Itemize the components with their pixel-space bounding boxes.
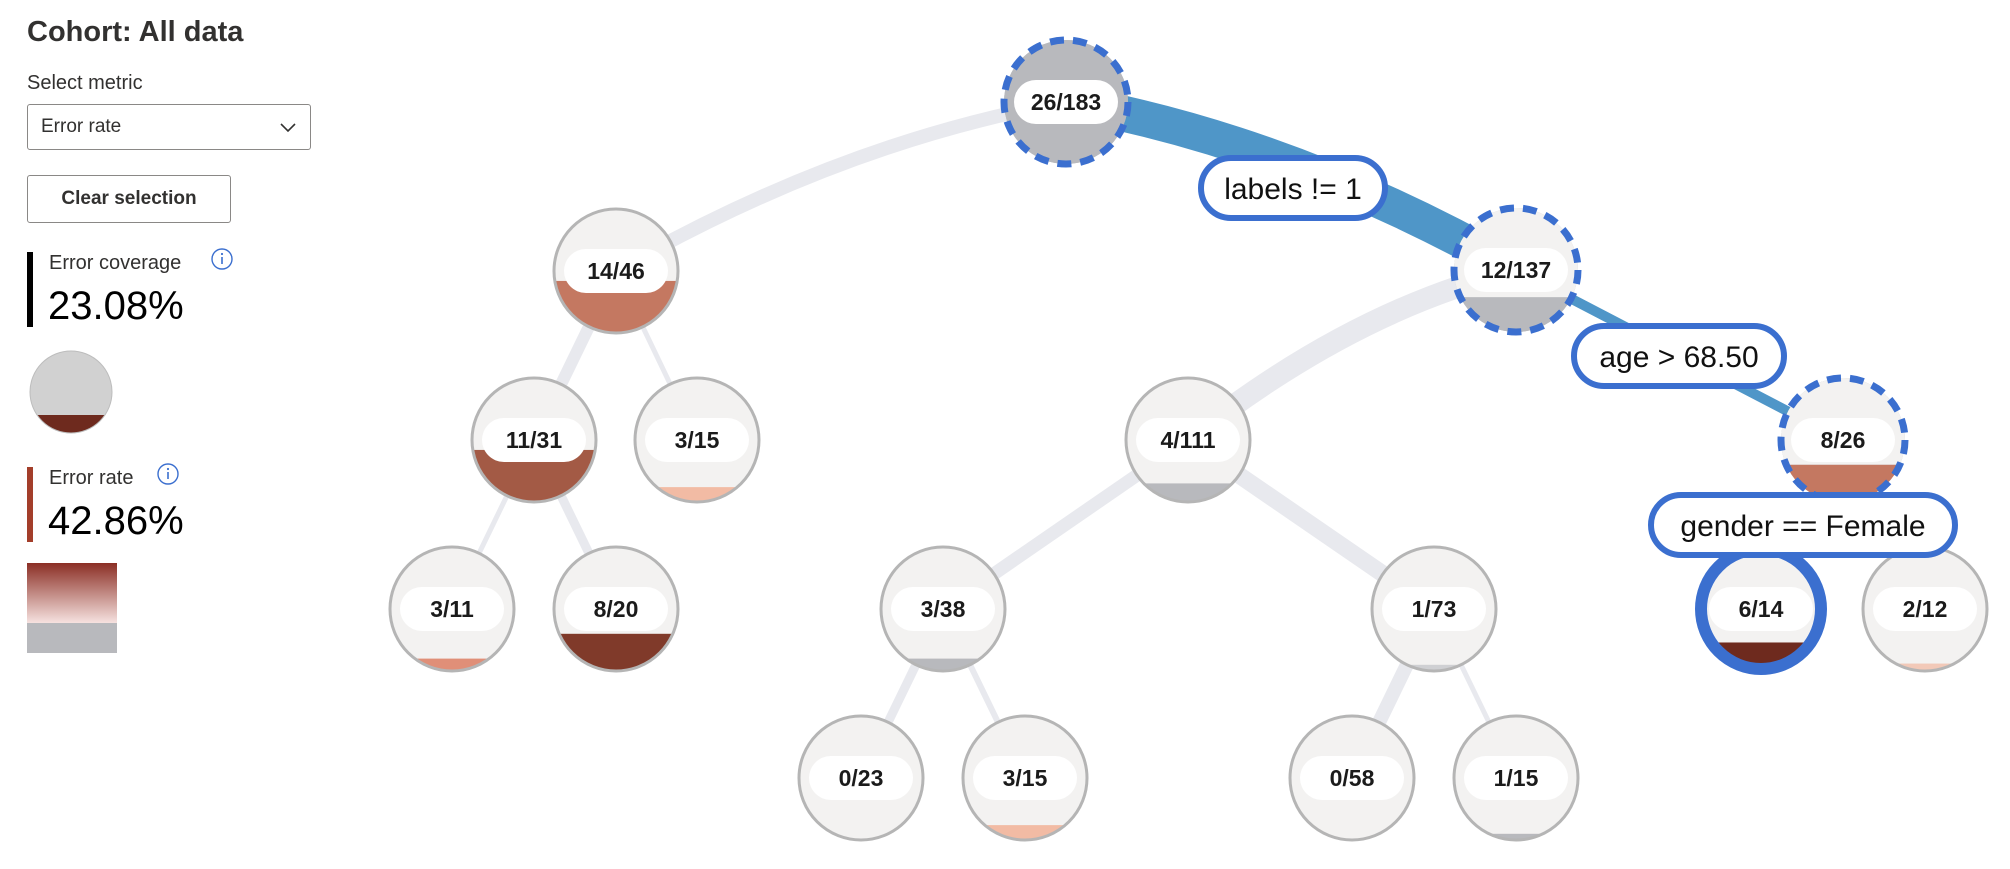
node-ring (879, 545, 1007, 673)
tree-node[interactable]: 6/14 (1695, 543, 1827, 675)
node-ring (470, 376, 598, 504)
tree-node[interactable]: 2/12 (1861, 545, 1989, 673)
tree-node[interactable]: 11/31 (470, 376, 598, 504)
node-label-pill (564, 249, 668, 293)
node-label-pill (1464, 248, 1568, 292)
node-label-pill (482, 418, 586, 462)
node-ring (552, 207, 680, 335)
tree-node[interactable]: 8/26 (1777, 374, 1909, 506)
node-count-label: 3/15 (675, 427, 720, 453)
node-label-pill (1464, 756, 1568, 800)
condition-label: age > 68.50 (1571, 323, 1787, 389)
tree-node[interactable]: 26/183 (1000, 36, 1132, 168)
node-count-label: 2/12 (1903, 596, 1948, 622)
tree-nodes: 26/183 14/46 12/137 11/31 3/15 4/111 8/26 3/11 8… (388, 36, 1989, 842)
node-count-label: 8/26 (1821, 427, 1866, 453)
node-count-label: 6/14 (1739, 596, 1784, 622)
tree-node[interactable]: 0/58 (1288, 714, 1416, 842)
node-label-pill (1873, 587, 1977, 631)
node-label-pill (1382, 587, 1486, 631)
node-count-label: 11/31 (506, 427, 562, 453)
tree-node[interactable]: 12/137 (1450, 204, 1582, 336)
node-label-pill (645, 418, 749, 462)
node-error-fill (635, 487, 759, 502)
clear-selection-button[interactable]: Clear selection (27, 175, 231, 223)
tree-node[interactable]: 3/15 (961, 714, 1089, 842)
node-label-pill (1136, 418, 1240, 462)
metric-select[interactable]: Error rate (27, 104, 311, 150)
tree-node[interactable]: 8/20 (552, 545, 680, 673)
error-rate-bar (27, 467, 33, 542)
node-label-pill (1791, 418, 1895, 462)
node-ring (1124, 376, 1252, 504)
tree-node[interactable]: 3/11 (388, 545, 516, 673)
node-label-pill (1300, 756, 1404, 800)
node-label-pill (1709, 587, 1813, 631)
node-label-pill (809, 756, 913, 800)
condition-text: age > 68.50 (1599, 341, 1758, 374)
condition-text: gender == Female (1680, 510, 1925, 543)
node-count-label: 8/20 (594, 596, 639, 622)
tree-node[interactable]: 1/15 (1452, 714, 1580, 842)
node-ring (797, 714, 925, 842)
error-rate-legend (27, 563, 117, 653)
node-count-label: 26/183 (1031, 89, 1101, 115)
node-label-pill (564, 587, 668, 631)
tree-node[interactable]: 4/111 (1124, 376, 1252, 504)
node-ring (1450, 204, 1582, 336)
node-count-label: 14/46 (587, 258, 645, 284)
node-count-label: 0/23 (839, 765, 884, 791)
info-icon[interactable] (210, 247, 234, 271)
tree-node[interactable]: 3/15 (633, 376, 761, 504)
metric-select-value: Error rate (41, 116, 122, 137)
error-coverage-value: 23.08% (48, 284, 184, 328)
chevron-down-icon (280, 123, 296, 133)
condition-label: gender == Female (1648, 492, 1958, 558)
error-rate-value: 42.86% (48, 499, 184, 543)
node-count-label: 1/15 (1494, 765, 1539, 791)
error-coverage-bar (27, 252, 33, 327)
node-error-fill (1454, 833, 1578, 840)
cohort-title: Cohort: All data (27, 16, 244, 48)
node-label-pill (1014, 80, 1118, 124)
tree-link (609, 95, 1073, 278)
node-label-pill (891, 587, 995, 631)
node-count-label: 3/11 (430, 596, 474, 622)
tree-node[interactable]: 3/38 (879, 545, 1007, 673)
tree-node[interactable]: 14/46 (552, 207, 680, 335)
tree-node[interactable]: 0/23 (797, 714, 925, 842)
error-coverage-circle (29, 350, 113, 434)
node-count-label: 1/73 (1412, 596, 1457, 622)
node-error-fill (1863, 663, 1987, 671)
node-ring (1000, 36, 1132, 168)
error-rate-label: Error rate (49, 467, 134, 489)
condition-text: labels != 1 (1224, 173, 1362, 206)
node-error-fill (390, 658, 514, 671)
node-label-pill (973, 756, 1077, 800)
node-count-label: 4/111 (1160, 427, 1215, 453)
node-ring (1288, 714, 1416, 842)
select-metric-label: Select metric (27, 72, 143, 94)
condition-label: labels != 1 (1198, 155, 1388, 221)
node-ring (552, 545, 680, 673)
node-error-fill (1372, 664, 1496, 671)
node-ring (961, 714, 1089, 842)
tree-node[interactable]: 1/73 (1370, 545, 1498, 673)
info-icon[interactable] (156, 462, 180, 486)
node-ring (1370, 545, 1498, 673)
error-coverage-label: Error coverage (49, 252, 182, 274)
node-error-fill (881, 658, 1005, 671)
node-count-label: 12/137 (1481, 257, 1551, 283)
node-ring (633, 376, 761, 504)
node-ring (388, 545, 516, 673)
node-count-label: 0/58 (1330, 765, 1375, 791)
node-ring (1452, 714, 1580, 842)
node-label-pill (400, 587, 504, 631)
node-count-label: 3/38 (921, 596, 966, 622)
node-error-fill (963, 825, 1087, 840)
condition-labels: labels != 1 age > 68.50 gender == Female (1198, 155, 1958, 558)
node-count-label: 3/15 (1003, 765, 1048, 791)
